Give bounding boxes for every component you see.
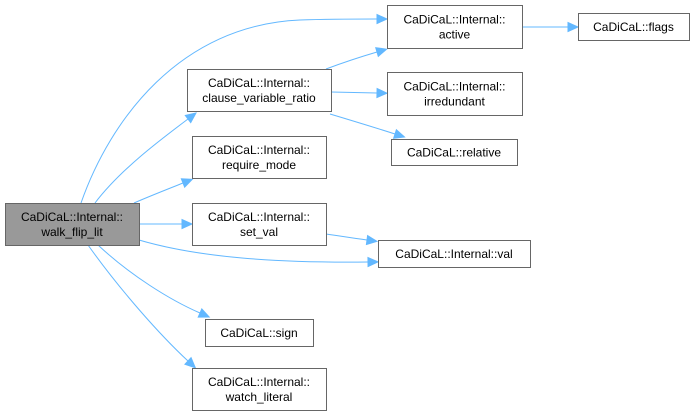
node-label: CaDiCaL::Internal:: — [208, 210, 310, 224]
node-label: CaDiCaL::Internal:: — [21, 210, 123, 224]
edge-walk_flip_lit-to-watch_literal — [87, 244, 197, 369]
node-walk-flip-lit: CaDiCaL::Internal::walk_flip_lit — [5, 203, 140, 246]
node-active[interactable]: CaDiCaL::Internal::active — [387, 5, 523, 49]
node-label: CaDiCaL::Internal:: — [403, 80, 505, 94]
node-label: CaDiCaL::Internal:: — [208, 76, 310, 90]
edge-set_val-to-val — [325, 233, 379, 246]
edge-walk_flip_lit-to-clause_variable_ratio — [94, 112, 197, 204]
node-flags[interactable]: CaDiCaL::flags — [578, 13, 690, 41]
node-relative[interactable]: CaDiCaL::relative — [391, 139, 518, 166]
edge-walk_flip_lit-to-require_mode — [133, 178, 194, 204]
edges — [80, 13, 580, 369]
edge-walk_flip_lit-to-sign — [97, 244, 211, 318]
edge-walk_flip_lit-to-active — [80, 13, 389, 204]
node-label: CaDiCaL::flags — [593, 20, 674, 34]
arrowhead-icon — [184, 112, 197, 124]
node-sign[interactable]: CaDiCaL::sign — [205, 319, 314, 347]
arrowhead-icon — [392, 128, 406, 139]
node-label: set_val — [240, 225, 278, 239]
arrowhead-icon — [567, 21, 580, 33]
node-label: active — [439, 28, 471, 42]
node-label: clause_variable_ratio — [202, 91, 316, 105]
edge-walk_flip_lit-to-set_val — [139, 218, 194, 230]
arrowhead-icon — [375, 47, 388, 58]
node-set-val[interactable]: CaDiCaL::Internal::set_val — [192, 203, 327, 246]
edge-clause_variable_ratio-to-active — [325, 47, 388, 70]
node-label: walk_flip_lit — [40, 225, 103, 239]
node-label: CaDiCaL::relative — [407, 146, 501, 160]
node-label: CaDiCaL::sign — [220, 326, 297, 340]
node-label: require_mode — [222, 158, 296, 172]
node-watch-literal[interactable]: CaDiCaL::Internal::watch_literal — [192, 368, 327, 411]
arrowhead-icon — [367, 256, 380, 268]
node-label: CaDiCaL::Internal:: — [208, 143, 310, 157]
arrowhead-icon — [181, 218, 194, 230]
edge-clause_variable_ratio-to-relative — [329, 113, 406, 139]
node-clause-variable-ratio[interactable]: CaDiCaL::Internal::clause_variable_ratio — [187, 69, 332, 112]
edge-walk_flip_lit-to-val — [138, 239, 380, 268]
node-label: CaDiCaL::Internal:: — [403, 13, 505, 27]
arrowhead-icon — [184, 356, 197, 369]
edge-clause_variable_ratio-to-irredundant — [330, 87, 389, 99]
arrowhead-icon — [180, 178, 194, 189]
arrowhead-icon — [365, 234, 379, 246]
node-require-mode[interactable]: CaDiCaL::Internal::require_mode — [192, 136, 327, 179]
node-val[interactable]: CaDiCaL::Internal::val — [378, 240, 531, 268]
node-label: CaDiCaL::Internal:: — [208, 375, 310, 389]
node-irredundant[interactable]: CaDiCaL::Internal::irredundant — [387, 72, 523, 116]
arrowhead-icon — [376, 13, 389, 25]
node-label: watch_literal — [225, 390, 293, 404]
nodes: CaDiCaL::Internal::walk_flip_litCaDiCaL:… — [5, 5, 690, 411]
node-label: CaDiCaL::Internal::val — [395, 247, 512, 261]
edge-active-to-flags — [522, 21, 580, 33]
node-label: irredundant — [424, 95, 485, 109]
arrowhead-icon — [197, 307, 211, 318]
arrowhead-icon — [376, 87, 389, 99]
